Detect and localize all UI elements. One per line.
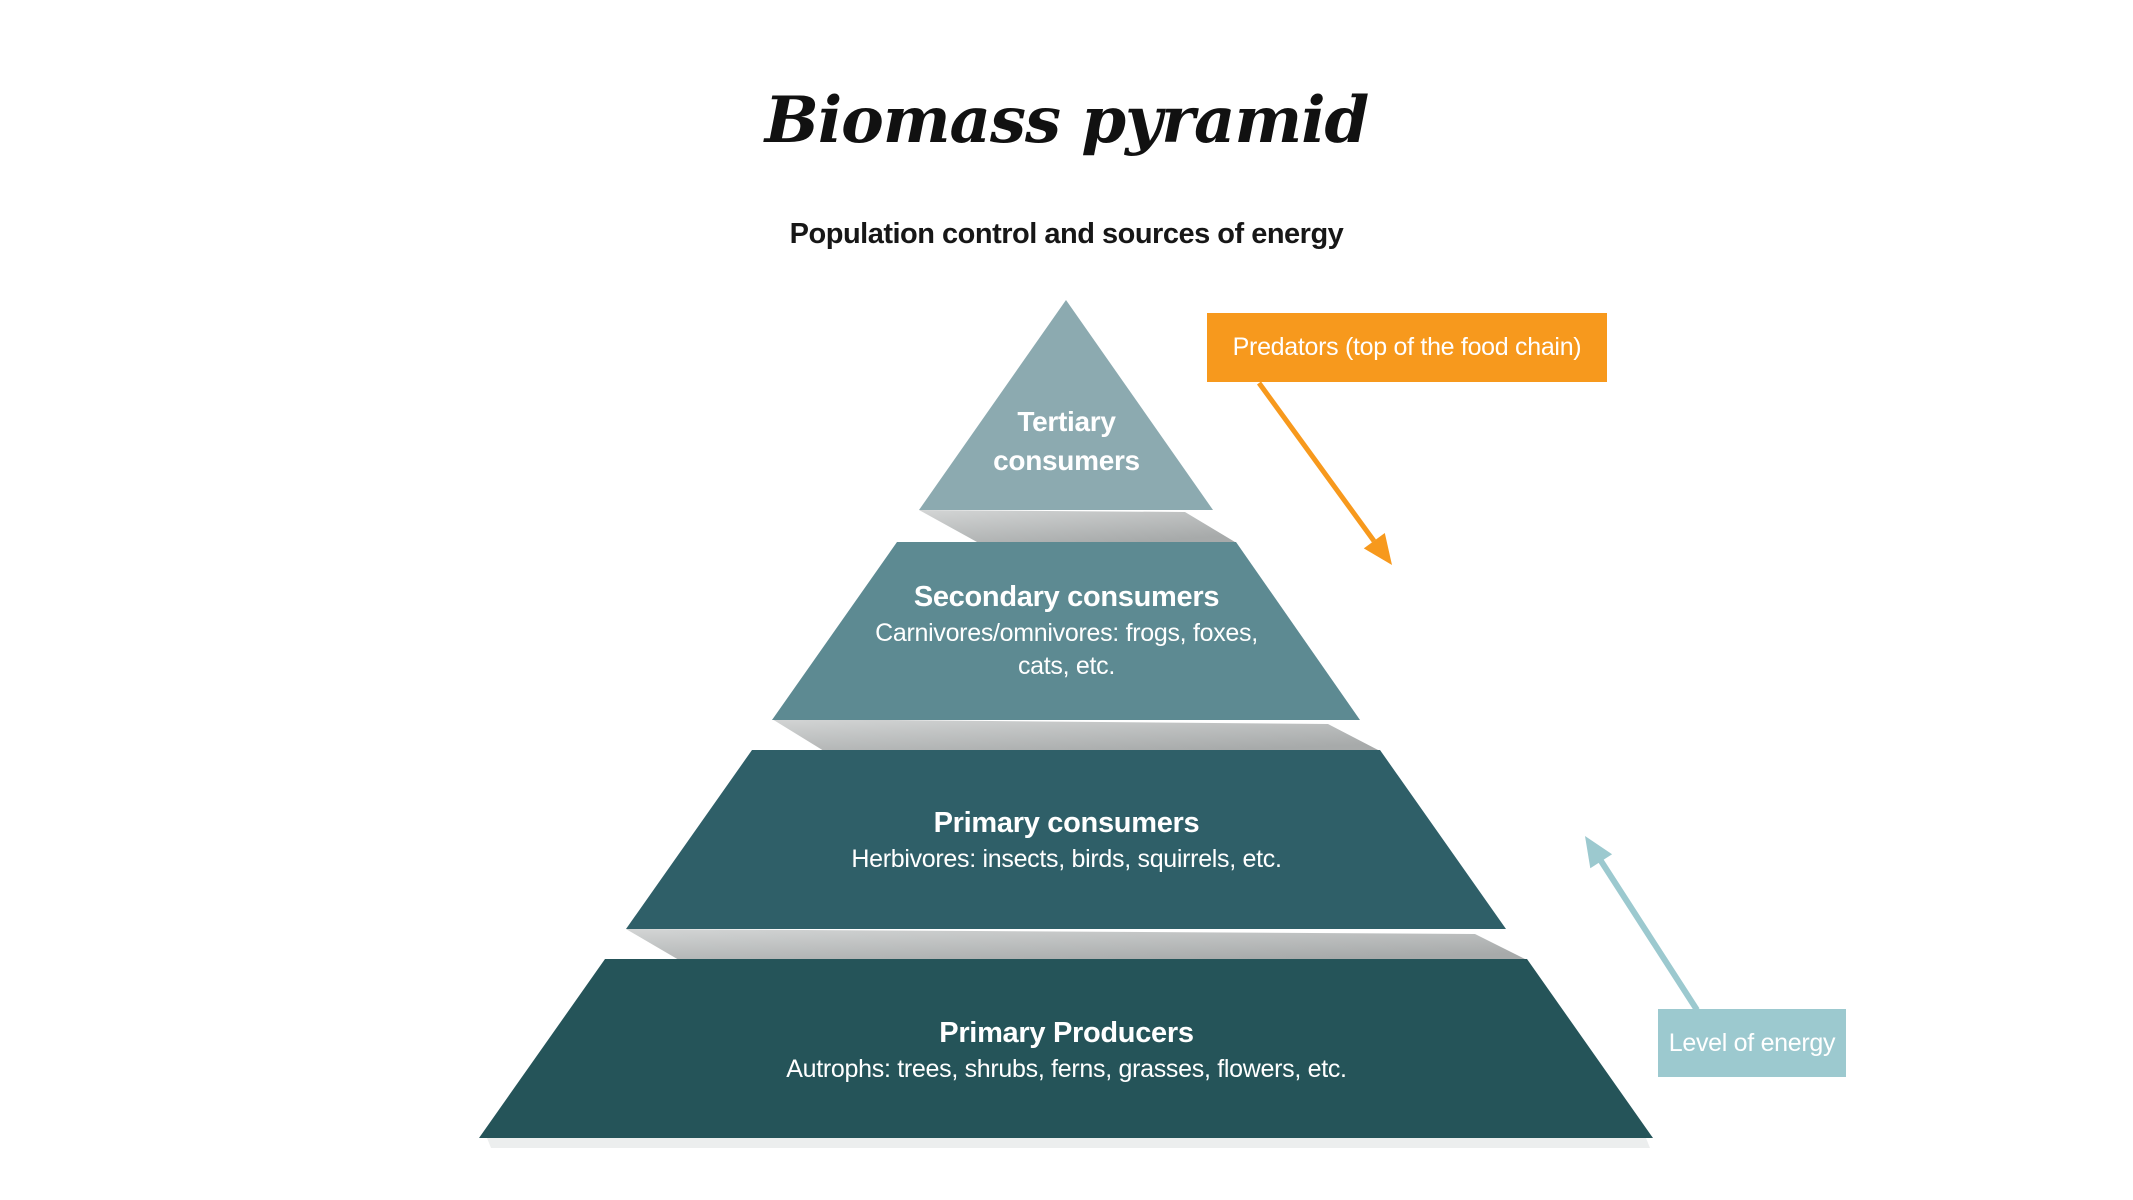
predators-callout-label: Predators (top of the food chain): [1232, 333, 1582, 361]
predators-arrow: [1256, 381, 1392, 565]
tier-primary-producers-shape: [479, 959, 1653, 1138]
energy-arrowhead-icon: [1585, 836, 1613, 869]
energy-arrow-line: [1598, 859, 1700, 1012]
label-primary-consumers: Primary consumers Herbivores: insects, b…: [851, 803, 1282, 876]
label-tertiary-consumers: Tertiary consumers: [952, 402, 1182, 480]
energy-arrow: [1585, 836, 1700, 1012]
base-ground-shadow: [487, 1138, 1650, 1148]
tier-title: Secondary consumers: [913, 581, 1220, 613]
tier-title: Primary Producers: [939, 1017, 1194, 1049]
tier-subtitle: Autrophs: trees, shrubs, ferns, grasses,…: [786, 1055, 1347, 1083]
tier-primary-consumers-shape: [626, 750, 1506, 929]
diagram-subtitle: Population control and sources of energy: [789, 218, 1344, 250]
tier-shadow-3: [626, 929, 1527, 960]
tier-title: Tertiary consumers: [993, 406, 1140, 476]
tier-shadow-2: [772, 719, 1380, 751]
tier-tertiary-consumers-shape: [919, 300, 1213, 510]
tier-subtitle: Carnivores/omnivores: frogs, foxes, cats…: [875, 619, 1258, 680]
predators-callout: Predators (top of the food chain): [1207, 313, 1607, 382]
energy-callout: Level of energy: [1658, 1009, 1846, 1077]
predators-arrowhead-icon: [1363, 533, 1392, 565]
tier-subtitle: Herbivores: insects, birds, squirrels, e…: [851, 845, 1282, 873]
tier-title: Primary consumers: [933, 807, 1200, 839]
tier-secondary-consumers-shape: [772, 542, 1360, 720]
predators-arrow-line: [1256, 381, 1377, 543]
tier-shadow-1: [919, 510, 1235, 542]
energy-callout-label: Level of energy: [1668, 1028, 1836, 1057]
label-primary-producers: Primary Producers Autrophs: trees, shrub…: [786, 1013, 1347, 1086]
diagram-title: Biomass pyramid: [764, 83, 1370, 158]
label-secondary-consumers: Secondary consumers Carnivores/omnivores…: [872, 577, 1262, 683]
